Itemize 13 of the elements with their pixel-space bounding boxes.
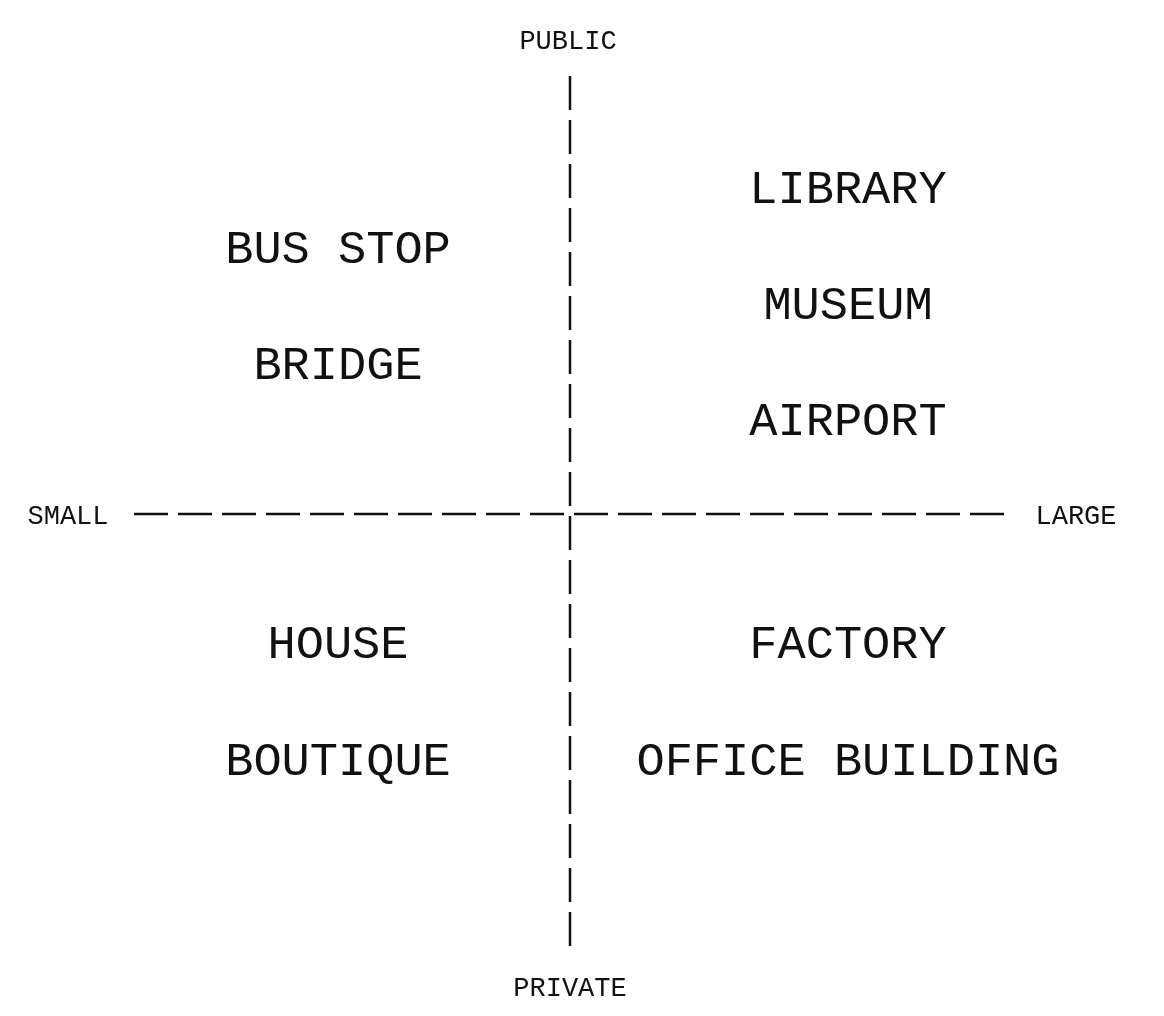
axis-label: LARGE [1035,503,1117,531]
place-label: HOUSE [267,621,409,669]
place-label: MUSEUM [763,282,933,330]
place-label: FACTORY [749,621,947,669]
axis-label: PUBLIC [519,28,617,56]
axis-label: SMALL [27,503,109,531]
place-label: BOUTIQUE [225,738,451,786]
axis-label: PRIVATE [513,975,627,1003]
place-label: BRIDGE [253,342,423,390]
place-label: LIBRARY [749,166,947,214]
place-label: AIRPORT [749,398,947,446]
place-label: BUS STOP [225,226,451,274]
place-label: OFFICE BUILDING [636,738,1060,786]
